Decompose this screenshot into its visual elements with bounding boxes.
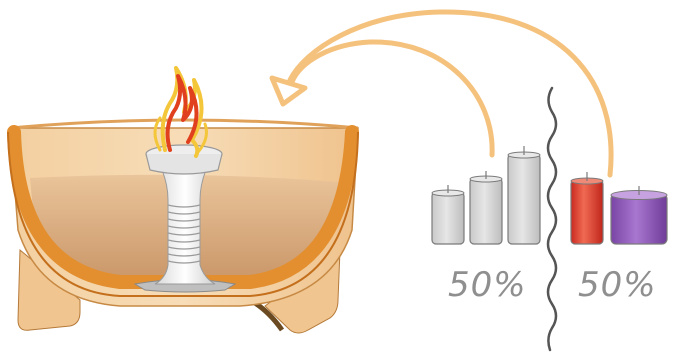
candle-icon	[469, 171, 503, 245]
wavy-divider-icon	[546, 86, 558, 352]
candle-icon	[431, 185, 465, 245]
right-percent-label: 50%	[578, 265, 657, 305]
candle-icon	[570, 172, 604, 245]
left-percent-label: 50%	[448, 265, 527, 305]
recycle-arrow-icon	[269, 9, 614, 178]
wick-holder-icon	[133, 144, 237, 293]
candle-icon	[507, 146, 541, 245]
flame-icon	[153, 66, 208, 158]
candle-icon	[610, 186, 668, 245]
